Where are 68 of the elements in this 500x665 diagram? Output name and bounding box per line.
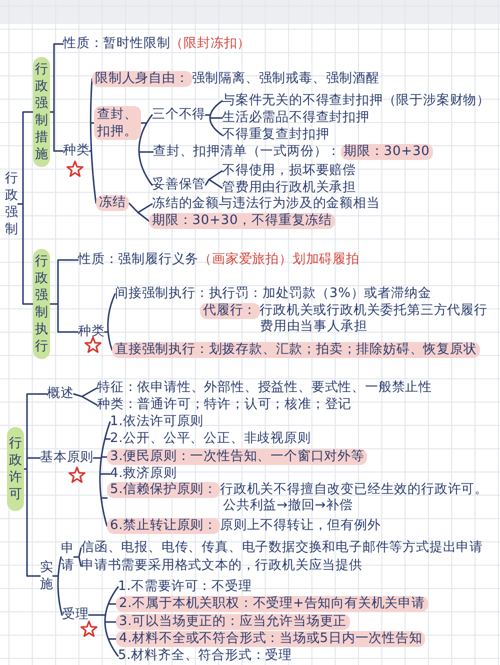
branch-text: 基本原则	[40, 450, 94, 466]
branch-text: 冻结的金额与违法行为涉及的金额相当	[152, 196, 380, 212]
branch-text: 申请	[61, 540, 74, 574]
branch-text: 1.依法许可原则	[110, 414, 204, 430]
branch-text: 公共利益→撤回→补偿	[223, 498, 353, 514]
bracket-line	[49, 259, 79, 333]
topic-pill: 行政强制执行	[33, 249, 50, 359]
branch-text: 与案件无关的不得查封扣押（限于涉案财物）	[222, 93, 490, 109]
highlighted-text: 期限：30+30，不得重复冻结	[149, 213, 335, 229]
branch-text: 实施	[40, 559, 53, 593]
branch-text: 概述	[47, 386, 74, 402]
branch-text: 5.材料齐全、符合形式：受理	[118, 648, 292, 664]
bracket-line	[89, 78, 97, 204]
bracket-line	[104, 293, 116, 351]
highlighted-text: 查封、扣押。	[94, 106, 141, 140]
branch-text: 查封、扣押清单（一式两份）：	[153, 144, 341, 160]
highlighted-text: 3.便民原则：一次性告知、一个窗口对外等	[107, 449, 368, 465]
branch-text: 种类	[78, 324, 105, 340]
bracket-line	[23, 393, 48, 577]
bracket-line	[73, 547, 82, 567]
bracket-line	[128, 202, 153, 222]
branch-text: 性质：暂时性限制	[63, 36, 170, 52]
annotation-text: （限封冻扣）	[170, 36, 251, 52]
bracket-line	[52, 556, 63, 616]
bracket-line	[138, 114, 154, 186]
bracket-line	[49, 43, 64, 152]
branch-text: 原则上不得转让，但有例外	[220, 518, 381, 534]
highlighted-text: 2.不属于本机关职权：不受理+告知向有关机关申请	[116, 596, 428, 612]
branch-text: 管费用由行政机关承担	[222, 180, 356, 196]
highlighted-text: 4.材料不全或不符合形式：当场或5日内一次性告知	[116, 631, 426, 647]
branch-text: 4.救济原则	[110, 466, 177, 482]
highlighted-text: 6.禁止转让原则：	[107, 518, 220, 534]
bracket-line	[92, 421, 111, 527]
branch-text: 生活必需品不得查封扣押	[222, 110, 370, 126]
bracket-line	[204, 100, 223, 136]
branch-text: 信函、电报、电传、传真、电子数据交换和电子邮件等方式提出申请	[81, 540, 483, 556]
branch-text: 受理	[62, 607, 89, 623]
topic-pill: 行政强制措施	[33, 57, 50, 167]
branch-text: 种类：普通许可；特许；认可；核准；登记	[97, 397, 352, 413]
branch-text: 1.不需要许可：不受理	[118, 579, 252, 595]
topic-pill: 行政许可	[7, 427, 24, 511]
branch-text: 特征：依申请性、外部性、授益性、要式性、一般禁止性	[97, 380, 432, 396]
highlighted-text: 5.信赖保护原则：	[107, 482, 220, 498]
branch-text: 2.公开、公平、公正、非歧视原则	[110, 431, 311, 447]
highlighted-text: 直接强制执行：划拨存款、汇款；拍卖；排除妨碍、恢复原状	[112, 342, 480, 358]
branch-text: 间接强制执行：执行罚：加处罚款（3%）或者滞纳金	[115, 286, 432, 302]
branch-text: 妥善保管	[152, 177, 206, 193]
branch-text: 强制隔离、强制戒毒、强制酒醒	[192, 71, 380, 87]
bracket-line	[17, 111, 34, 305]
branch-text: 行政机关不得擅自改变已经生效的行政许可。	[220, 482, 488, 498]
highlighted-text: 代履行：	[200, 303, 260, 319]
bracket-line	[73, 387, 98, 406]
branch-text: 行政强制	[5, 170, 18, 238]
branch-text: 不得重复查封扣押	[222, 127, 330, 143]
highlighted-text: 期限：30+30	[340, 144, 433, 160]
branch-text: 种类	[63, 143, 90, 159]
branch-text: 申请书需要采用格式文本的，行政机关应当提供	[81, 558, 362, 574]
annotation-text: （画家爱旅拍）划加碍履拍	[198, 252, 360, 268]
highlighted-text: 限制人身自由：	[92, 71, 192, 87]
branch-text: 不得使用，损坏要赔偿	[222, 163, 356, 179]
bracket-line	[88, 586, 119, 657]
bracket-line	[204, 170, 223, 189]
branch-text: 三个不得	[152, 107, 206, 123]
branch-text: 性质：强制履行义务	[78, 252, 199, 268]
highlighted-text: 冻结	[96, 195, 129, 211]
branch-text: 费用由当事人承担	[260, 319, 368, 335]
branch-text: 行政机关或行政机关委托第三方代履行	[260, 303, 488, 319]
highlighted-text: 3.可以当场更正的：应当允许当场更正	[116, 614, 350, 630]
